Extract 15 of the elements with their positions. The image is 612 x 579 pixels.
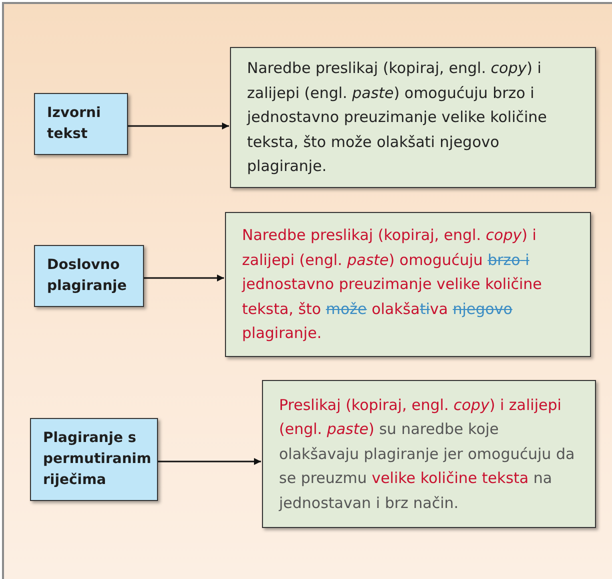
- label-box: [34, 93, 128, 155]
- category-label: Izvorni tekst: [47, 104, 102, 144]
- arrow: [128, 122, 229, 130]
- arrow: [158, 458, 261, 465]
- example-text: Naredbe preslikaj (kopiraj, engl. copy) i zalijepi (engl. paste) omogućuju brzo i jednostavno preuzimanje velike količine teksta, što može olakšativa njegovo plagiranje.: [242, 225, 543, 344]
- text-box: [230, 47, 596, 188]
- example-text: Naredbe preslikaj (kopiraj, engl. copy) i zalijepi (engl. paste) omogućuju brzo i jednostavno preuzimanje velike količine teksta, što može olakšati njegovo plagiranje.: [247, 58, 548, 178]
- example-text: Preslikaj (kopiraj, engl. copy) i zalijepi (engl. paste) su naredbe koje olakšavaju plagiranje jer omogućuju da se preuzmu velike količine teksta na jednostavan i brz način.: [279, 394, 576, 514]
- label-box: [30, 418, 158, 501]
- text-box: [262, 380, 596, 528]
- category-label: Plagiranje s permutiranim riječima: [43, 429, 152, 490]
- text-box: [225, 212, 591, 357]
- category-label: Doslovno plagiranje: [47, 256, 128, 296]
- label-box: [34, 245, 144, 307]
- arrow: [144, 274, 224, 282]
